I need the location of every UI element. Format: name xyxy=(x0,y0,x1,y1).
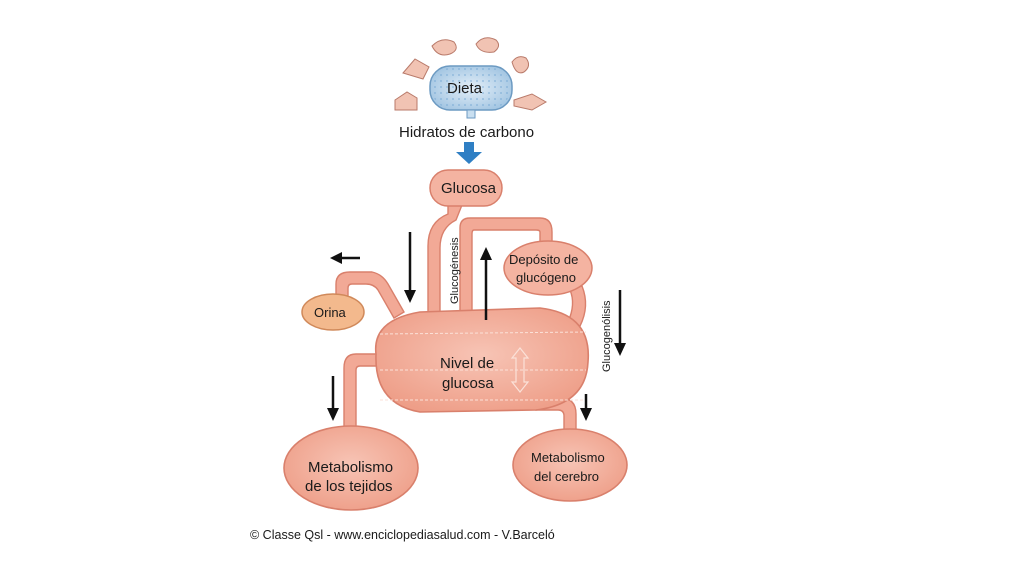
level-line-top xyxy=(379,331,587,335)
nivel-label-line1: Nivel de xyxy=(440,355,494,372)
food-icon xyxy=(402,58,430,80)
food-icon xyxy=(475,37,500,53)
cerebro-label-line2: del cerebro xyxy=(534,469,599,484)
level-double-arrow-icon xyxy=(510,347,530,393)
tejidos-node xyxy=(283,425,419,511)
glucogenolisis-label: Glucogenólisis xyxy=(601,300,613,372)
dieta-label: Dieta xyxy=(447,80,483,97)
dieta-texture xyxy=(432,68,510,108)
food-icon xyxy=(513,93,548,111)
orina-label: Orina xyxy=(314,305,347,320)
deposito-label-line1: Depósito de xyxy=(509,252,578,267)
food-icon xyxy=(431,39,457,56)
inflow-arrow-icon xyxy=(456,142,482,164)
food-icons xyxy=(394,37,548,111)
flow-arrow-icon xyxy=(327,376,339,421)
credit-text: © Classe Qsl - www.enciclopediasalud.com… xyxy=(250,528,555,542)
cerebro-node xyxy=(512,428,628,502)
dieta-outlet xyxy=(466,109,476,119)
flow-arrow-icon xyxy=(480,247,492,320)
flow-arrow-icon xyxy=(614,290,626,356)
flow-arrow-icon xyxy=(404,232,416,303)
food-icon xyxy=(511,56,530,74)
flow-arrow-icon xyxy=(580,394,592,421)
deposito-node xyxy=(503,240,593,296)
tejidos-label-line2: de los tejidos xyxy=(305,478,393,495)
hidratos-label: Hidratos de carbono xyxy=(399,124,534,141)
glucosa-node xyxy=(429,169,503,207)
flow-arrow-icon xyxy=(330,252,360,264)
cerebro-label-line1: Metabolismo xyxy=(531,450,605,465)
nivel-glucosa-node xyxy=(374,307,590,413)
glucosa-label: Glucosa xyxy=(441,180,497,197)
nivel-label-line2: glucosa xyxy=(442,375,494,392)
orina-node xyxy=(301,293,365,331)
deposito-label-line2: glucógeno xyxy=(516,270,576,285)
glucogenesis-label: Glucogénesis xyxy=(449,237,461,304)
food-icon xyxy=(394,91,418,111)
tejidos-label-line1: Metabolismo xyxy=(308,459,393,476)
flow-arrows xyxy=(327,232,626,421)
